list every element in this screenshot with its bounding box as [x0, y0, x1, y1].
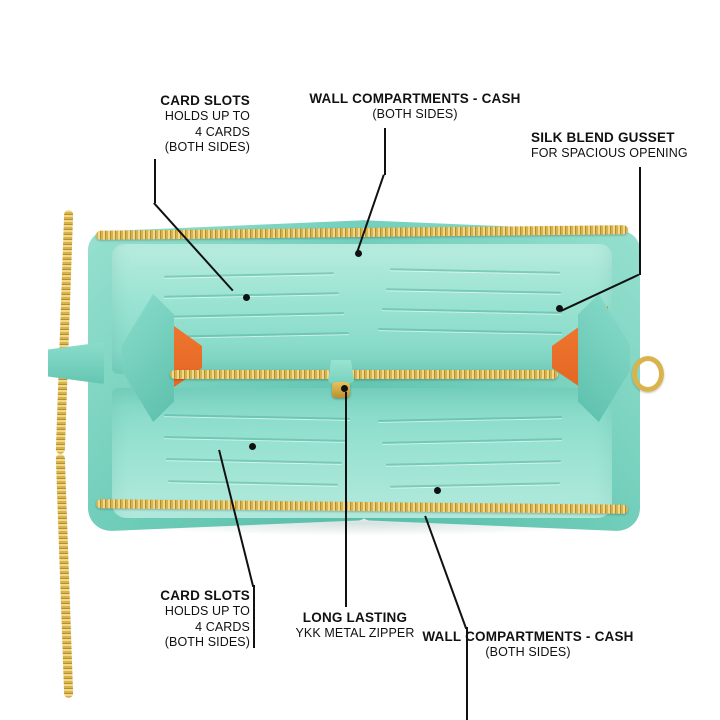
marker-long-lasting-zipper: [341, 385, 348, 392]
zipper-pull-ring: [632, 356, 664, 392]
zipper-outer-left: [55, 209, 74, 455]
leader-card-slots-top-vertical: [154, 159, 156, 203]
callout-wall-compartments-bottom-title: WALL COMPARTMENTS - CASH: [422, 629, 634, 644]
callout-card-slots-bottom-line1: HOLDS UP TO: [164, 604, 250, 619]
callout-wall-compartments-top-title: WALL COMPARTMENTS - CASH: [309, 91, 521, 106]
callout-card-slots-top: CARD SLOTS HOLDS UP TO 4 CARDS (BOTH SID…: [40, 93, 250, 155]
callout-card-slots-top-line2: 4 CARDS: [195, 124, 250, 139]
callout-wall-compartments-bottom-line1: (BOTH SIDES): [485, 645, 571, 660]
callout-card-slots-top-title: CARD SLOTS: [160, 93, 250, 108]
callout-card-slots-bottom-title: CARD SLOTS: [160, 588, 250, 603]
callout-card-slots-top-line1: HOLDS UP TO: [164, 109, 250, 124]
zipper-middle-compartment: [170, 370, 558, 379]
callout-card-slots-bottom: CARD SLOTS HOLDS UP TO 4 CARDS (BOTH SID…: [50, 588, 250, 650]
zipper-outer-right: [55, 453, 74, 699]
leader-silk-blend-gusset-vertical: [639, 167, 641, 275]
callout-long-lasting-zipper-title: LONG LASTING: [302, 610, 408, 625]
leader-wall-compartments-top-vertical: [384, 128, 386, 175]
wallet-photo: [48, 209, 664, 699]
callout-card-slots-bottom-line2: 4 CARDS: [195, 619, 250, 634]
marker-card-slots-bottom: [249, 443, 256, 450]
wallet-tab-left: [48, 342, 104, 384]
callout-card-slots-bottom-line3: (BOTH SIDES): [164, 634, 250, 649]
callout-long-lasting-zipper-line1: YKK METAL ZIPPER: [295, 626, 415, 641]
wallet-lining-bottom: [112, 388, 612, 518]
callout-silk-blend-gusset-line1: FOR SPACIOUS OPENING: [531, 146, 688, 161]
callout-wall-compartments-bottom: WALL COMPARTMENTS - CASH (BOTH SIDES): [398, 629, 658, 661]
callout-silk-blend-gusset-title: SILK BLEND GUSSET: [531, 130, 675, 145]
marker-wall-compartments-bottom: [434, 487, 441, 494]
callout-wall-compartments-top-line1: (BOTH SIDES): [372, 107, 458, 122]
leader-wall-compartments-bottom-vertical: [466, 627, 468, 720]
callout-silk-blend-gusset: SILK BLEND GUSSET FOR SPACIOUS OPENING: [531, 130, 720, 162]
callout-card-slots-top-line3: (BOTH SIDES): [164, 139, 250, 154]
leader-long-lasting-zipper-vertical: [345, 392, 347, 607]
leader-card-slots-bottom-vertical: [253, 585, 255, 648]
marker-silk-blend-gusset: [556, 305, 563, 312]
marker-wall-compartments-top: [355, 250, 362, 257]
callout-long-lasting-zipper: LONG LASTING YKK METAL ZIPPER: [265, 610, 445, 642]
marker-card-slots-top: [243, 294, 250, 301]
callout-wall-compartments-top: WALL COMPARTMENTS - CASH (BOTH SIDES): [285, 91, 545, 123]
